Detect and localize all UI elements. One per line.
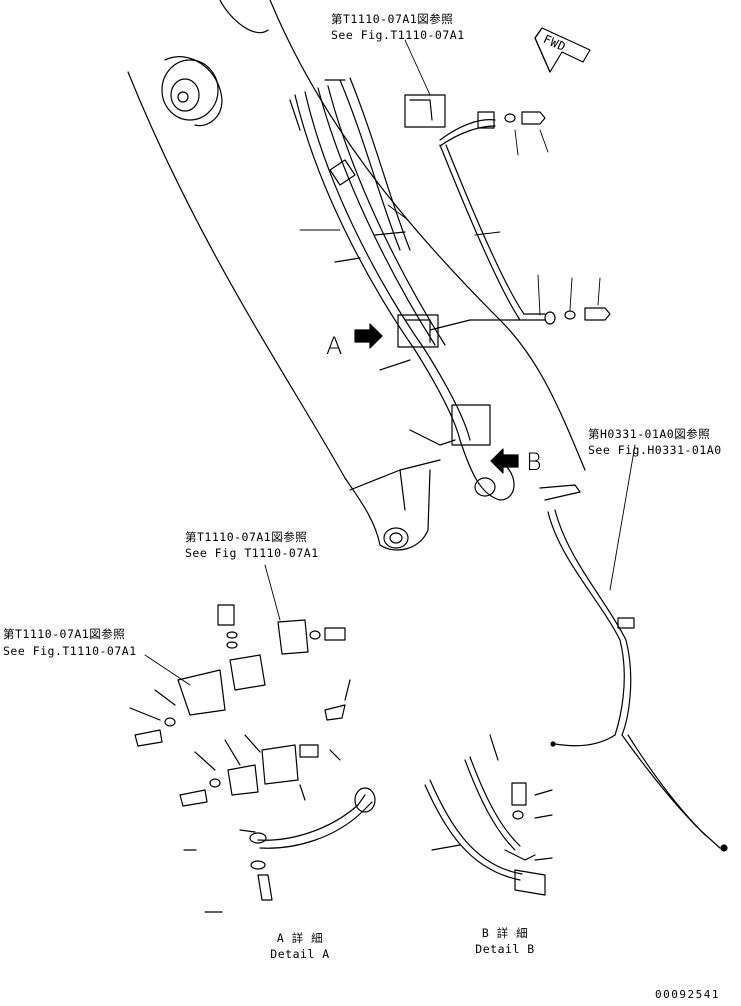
- detail-b-title-en: Detail B: [475, 942, 535, 956]
- wiring-harness: [539, 484, 728, 852]
- detail-a-title-jp: A 詳 細: [276, 931, 324, 945]
- ref-left-en: See Fig.T1110-07A1: [3, 644, 137, 658]
- ref-right-en: See Fig.H0331-01A0: [588, 443, 722, 457]
- ref-mid-jp: 第T1110-07A1図参照: [185, 530, 308, 544]
- ref-top-en: See Fig.T1110-07A1: [331, 28, 465, 42]
- detail-a-drawing: [129, 604, 376, 913]
- drawing-number: 00092541: [655, 988, 720, 1001]
- boom-top-pin: [161, 56, 223, 127]
- detail-b-title-jp: B 詳 細: [481, 926, 529, 940]
- ref-right-jp: 第H0331-01A0図参照: [588, 427, 711, 441]
- detail-marker-a: A: [326, 332, 343, 360]
- view-arrow-a: [354, 323, 383, 349]
- boom-bracket: [379, 314, 491, 446]
- boom-outline: [127, 0, 586, 551]
- view-arrow-b: [490, 448, 519, 474]
- detail-a-title-en: Detail A: [270, 947, 330, 961]
- ref-left-jp: 第T1110-07A1図参照: [3, 627, 126, 641]
- detail-b-drawing: [424, 734, 553, 896]
- detail-marker-b: B: [526, 448, 542, 476]
- ref-mid-en: See Fig T1110-07A1: [185, 546, 319, 560]
- boom-pipes: [289, 77, 471, 441]
- leader-lines: [144, 39, 636, 686]
- fwd-arrow: [534, 27, 591, 73]
- upper-pipe: [404, 94, 611, 331]
- ref-top-jp: 第T1110-07A1図参照: [331, 12, 454, 26]
